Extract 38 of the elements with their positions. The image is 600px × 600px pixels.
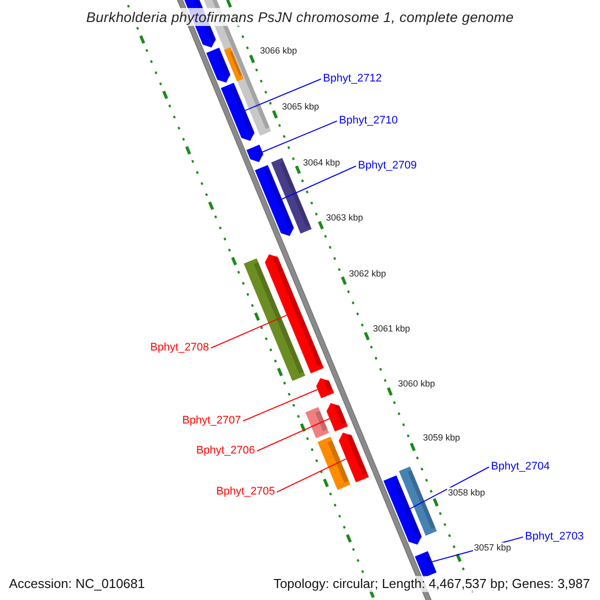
- scale-label: 3062 kbp: [348, 268, 388, 280]
- scale-label: 3058 kbp: [447, 488, 486, 498]
- scale-label: 3060 kbp: [397, 378, 436, 390]
- gene-feature: [414, 551, 437, 578]
- gene-feature: [220, 82, 256, 141]
- gene-label: Bphyt_2703: [525, 530, 584, 544]
- gene-label: Bphyt_2712: [323, 72, 382, 86]
- leader-line: [242, 389, 318, 422]
- gene-label: Bphyt_2707: [182, 414, 241, 428]
- leader-line: [244, 78, 322, 111]
- scale-label: 3061 kbp: [372, 324, 412, 334]
- gene-feature: [383, 475, 422, 545]
- leader-line: [210, 314, 288, 348]
- gene-feature: [254, 164, 295, 236]
- scale-label: 3065 kbp: [281, 102, 320, 112]
- gene-label: Bphyt_2706: [196, 444, 255, 458]
- genome-info-text: Topology: circular; Length: 4,467,537 bp; Genes: 3,987: [271, 576, 592, 592]
- leader-line: [276, 458, 347, 492]
- leader-line: [281, 166, 356, 200]
- accession-text: Accession: NC_010681: [7, 576, 147, 592]
- scale-label: 3059 kbp: [422, 432, 462, 444]
- gene-label: Bphyt_2710: [339, 114, 398, 128]
- scale-label: 3064 kbp: [302, 158, 342, 168]
- gene-feature: [246, 144, 264, 162]
- gene-label: Bphyt_2704: [491, 460, 550, 474]
- gene-label: Bphyt_2705: [216, 486, 275, 498]
- leader-line: [262, 120, 338, 153]
- gene-feature: [326, 403, 348, 432]
- scale-label: 3063 kbp: [325, 212, 364, 224]
- scale-label: 3057 kbp: [473, 542, 512, 554]
- leader-line: [256, 418, 330, 452]
- gene-label: Bphyt_2708: [150, 342, 209, 354]
- scale-label: 3066 kbp: [259, 46, 298, 56]
- leader-line: [410, 466, 490, 510]
- gene-feature: [338, 432, 369, 482]
- gene-feature: [264, 254, 324, 374]
- gene-label: Bphyt_2709: [358, 160, 417, 172]
- gene-feature: [316, 378, 334, 398]
